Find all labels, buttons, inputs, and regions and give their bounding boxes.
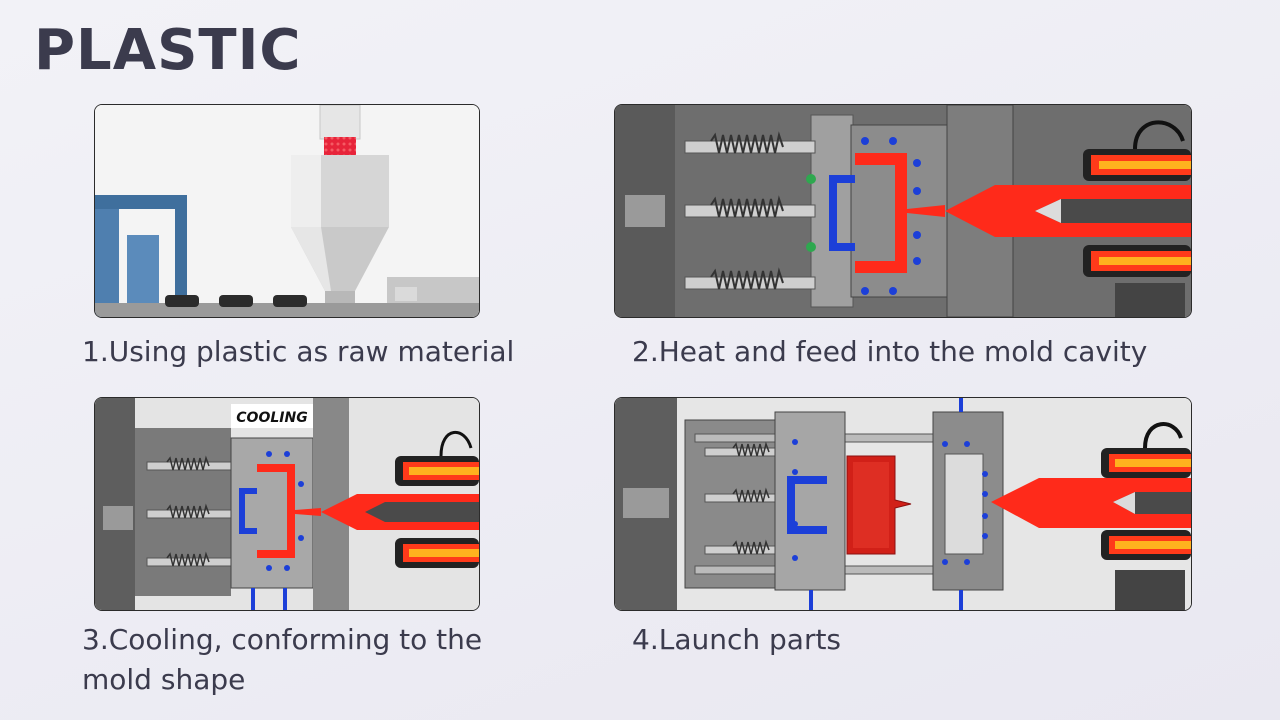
step-1-caption: 1.Using plastic as raw material	[82, 335, 515, 368]
molten-plastic	[855, 153, 945, 273]
raw-material-illustration	[95, 105, 479, 317]
ejection-illustration	[615, 398, 1191, 610]
heater-icon	[1083, 149, 1191, 277]
step-4-image	[614, 397, 1192, 611]
injection-illustration	[615, 105, 1191, 317]
cooling-illustration: COOLING	[95, 398, 479, 610]
step-2-caption: 2.Heat and feed into the mold cavity	[632, 335, 1148, 368]
page-title: PLASTIC	[34, 18, 302, 83]
nozzle-icon	[945, 185, 1191, 237]
hopper-icon	[291, 155, 389, 303]
step-3-image: COOLING	[94, 397, 480, 611]
step-2-image	[614, 104, 1192, 318]
spring-icon	[684, 131, 816, 290]
cooling-channel	[829, 175, 855, 251]
step-3-caption: 3.Cooling, conforming to the mold shape	[82, 623, 483, 696]
step-1-image	[94, 104, 480, 318]
step-4-caption: 4.Launch parts	[632, 623, 842, 656]
cooling-label: COOLING	[236, 410, 307, 426]
